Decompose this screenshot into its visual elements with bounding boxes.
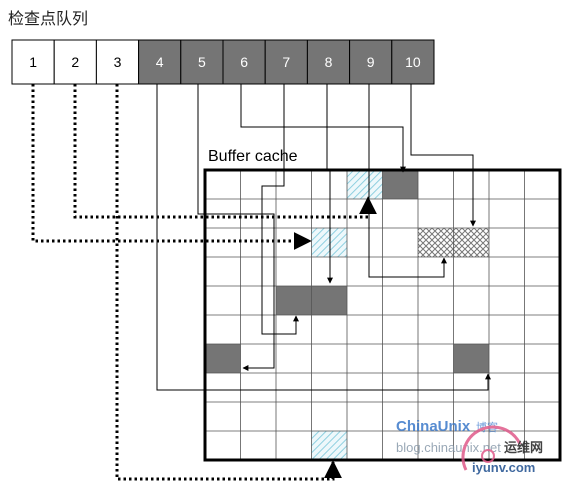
link-from-cell-5 bbox=[197, 84, 275, 371]
queue-cell-label: 3 bbox=[114, 54, 122, 70]
queue-cell-box bbox=[180, 39, 224, 85]
watermark-url: blog.chinaunix.net bbox=[396, 440, 501, 455]
watermark-site-url: iyunv.com bbox=[472, 460, 535, 475]
queue-cell-label: 10 bbox=[405, 54, 421, 70]
queue-cell-label: 6 bbox=[240, 54, 248, 70]
buffer-block-dark bbox=[382, 170, 418, 199]
queue-cell-8: 8 bbox=[306, 39, 351, 85]
link-from-cell-2 bbox=[73, 84, 377, 219]
buffer-block-dark bbox=[276, 286, 312, 315]
buffer-cache-grid bbox=[203, 168, 562, 462]
queue-cell-label: 1 bbox=[29, 54, 37, 70]
watermark-site-name: 运维网 bbox=[504, 440, 543, 456]
buffer-block-hatched bbox=[311, 431, 347, 460]
queue-cell-1: 1 bbox=[11, 39, 55, 85]
queue-cell-2: 2 bbox=[53, 39, 97, 85]
queue-cell-label: 7 bbox=[282, 54, 290, 70]
link-from-cell-7 bbox=[261, 84, 299, 335]
buffer-block-dark bbox=[205, 344, 241, 373]
link-from-cell-1 bbox=[31, 84, 312, 250]
buffer-cache-border bbox=[203, 168, 562, 462]
queue-cell-box bbox=[222, 39, 266, 85]
watermark-brand: ChinaUnix bbox=[396, 418, 471, 435]
buffer-block-crosshatched bbox=[453, 228, 489, 257]
checkpoint-queue: 1 2 3 4 5 6 7 8 9 10 bbox=[11, 39, 435, 85]
queue-cell-label: 4 bbox=[156, 54, 164, 70]
buffer-block-dark bbox=[453, 344, 489, 373]
queue-cell-box bbox=[264, 39, 308, 85]
queue-cell-4: 4 bbox=[138, 39, 182, 85]
queue-cell-7: 7 bbox=[264, 39, 308, 85]
queue-cell-10: 10 bbox=[391, 39, 435, 85]
queue-cell-box bbox=[349, 39, 393, 85]
queue-cell-label: 5 bbox=[198, 54, 206, 70]
queue-cell-label: 8 bbox=[325, 54, 333, 70]
queue-cell-label: 2 bbox=[71, 54, 79, 70]
queue-cell-box bbox=[306, 39, 351, 85]
queue-to-buffer-links bbox=[31, 84, 491, 481]
queue-cell-9: 9 bbox=[349, 39, 393, 85]
buffer-block-crosshatched bbox=[418, 228, 454, 257]
watermark-logo-icon bbox=[461, 425, 522, 471]
queue-cell-5: 5 bbox=[180, 39, 224, 85]
link-from-cell-10 bbox=[410, 84, 476, 227]
watermark: ChinaUnix 博客 blog.chinaunix.net 运维网 iyun… bbox=[396, 418, 543, 475]
queue-cell-3: 3 bbox=[95, 39, 140, 85]
buffer-cache-label: Buffer cache bbox=[208, 148, 298, 165]
buffer-block-hatched bbox=[347, 170, 383, 199]
queue-cell-label: 9 bbox=[367, 54, 375, 70]
buffer-block-dark bbox=[311, 286, 347, 315]
buffer-block-hatched bbox=[311, 228, 347, 257]
link-from-cell-9 bbox=[368, 84, 447, 278]
queue-cell-6: 6 bbox=[222, 39, 266, 85]
diagram-title: 检查点队列 bbox=[8, 9, 88, 28]
link-from-cell-8 bbox=[326, 84, 333, 284]
link-from-cell-6 bbox=[240, 84, 406, 173]
queue-cell-box bbox=[391, 39, 435, 85]
link-from-cell-4 bbox=[156, 84, 491, 391]
link-from-cell-3 bbox=[115, 84, 342, 481]
